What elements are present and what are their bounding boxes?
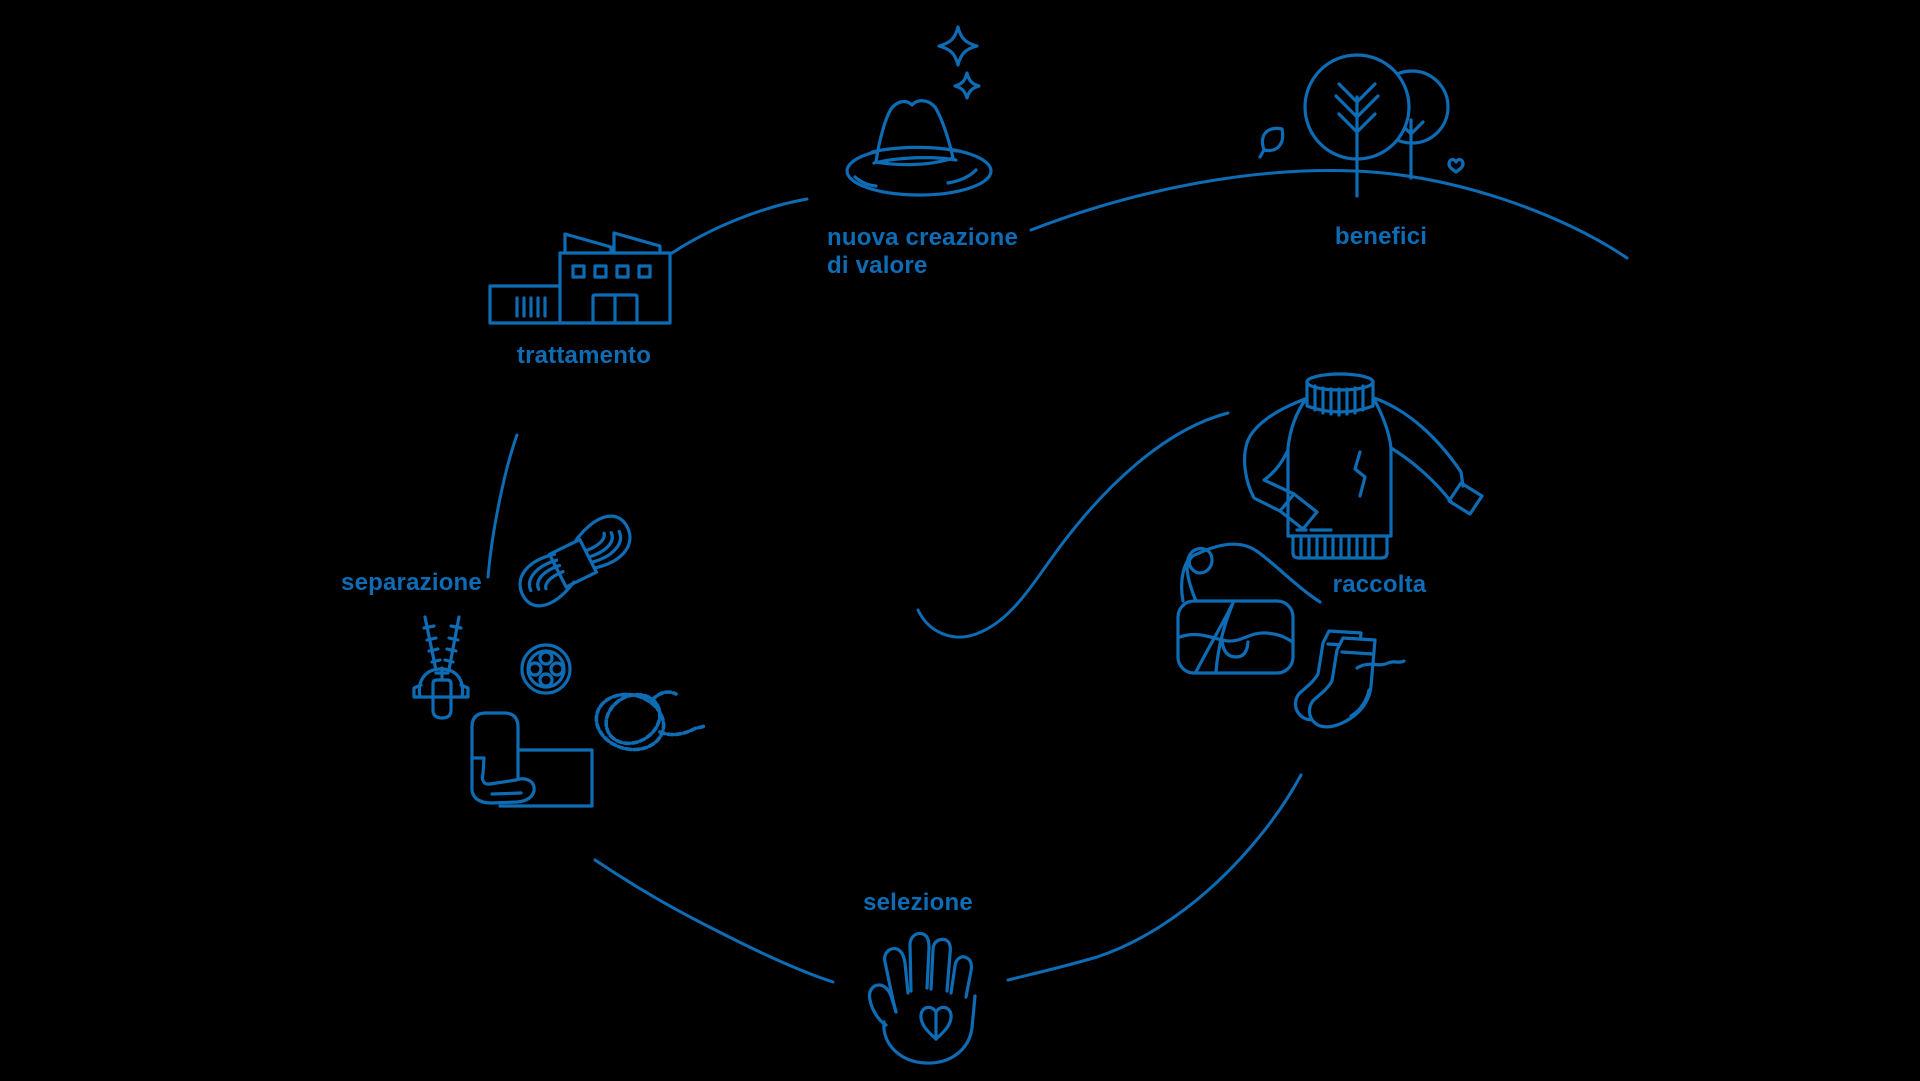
label-trattamento: trattamento <box>516 342 652 369</box>
thread-tangle-icon <box>594 690 706 752</box>
thumb <box>867 983 898 1027</box>
arc-separazione-to-selezione <box>593 858 835 984</box>
zipper-pull <box>431 666 453 720</box>
collar-ribs <box>1313 384 1365 417</box>
bag-flap-edge <box>1178 631 1293 643</box>
bag-clasp <box>1220 639 1250 659</box>
fabric-roll-icon <box>470 711 594 808</box>
hat-sparkles-icon <box>845 25 993 197</box>
yarn-skein-icon <box>518 514 632 608</box>
right-cuff <box>1447 481 1484 516</box>
factory-door <box>591 293 639 325</box>
hem-band <box>1291 534 1389 560</box>
skein-band <box>547 537 599 589</box>
sock-heel <box>1349 688 1371 718</box>
middle-finger <box>908 931 931 993</box>
bag-strap <box>1180 542 1322 604</box>
label-separazione: separazione <box>341 569 482 596</box>
ring-finger <box>929 937 952 993</box>
handbag-icon <box>1176 542 1322 675</box>
button-icon <box>520 643 572 695</box>
palm <box>882 994 977 1065</box>
hem-ribs <box>1299 537 1375 558</box>
factory-roof <box>563 231 662 255</box>
arc-benefici-hill <box>1029 169 1629 260</box>
factory-window <box>637 264 652 279</box>
fabric-tear <box>1353 450 1367 498</box>
factory-annex-stripes <box>515 296 547 318</box>
palm-heart <box>919 1005 953 1041</box>
big-tree-trunk <box>1334 82 1380 198</box>
socks-icon <box>1293 629 1406 729</box>
trees-icon <box>1258 53 1465 198</box>
zipper-icon <box>412 615 470 720</box>
loose-thread <box>1355 659 1406 670</box>
label-selezione: selezione <box>863 889 973 916</box>
arc-center-s-curve <box>916 411 1230 639</box>
arc-trattamento-to-separazione <box>486 433 519 579</box>
arc-selezione-to-raccolta <box>1006 773 1303 982</box>
label-benefici: benefici <box>1334 223 1428 250</box>
arc-trattamento-to-nuova-creazione <box>670 197 809 255</box>
factory-window <box>571 264 586 279</box>
tiny-heart-icon <box>1447 157 1465 174</box>
bag-front-panel <box>1194 601 1235 674</box>
index-finger <box>883 947 910 1002</box>
hand-heart-icon <box>867 931 977 1065</box>
factory-window <box>615 264 630 279</box>
left-cuff <box>1278 492 1319 531</box>
fabric-sheet <box>498 748 594 808</box>
pinky-finger <box>949 955 973 999</box>
leaf-icon <box>1258 126 1285 159</box>
label-raccolta: raccolta <box>1332 571 1427 598</box>
sparkle-large <box>937 25 979 67</box>
sweater-icon <box>1243 372 1484 560</box>
factory-icon <box>488 231 672 325</box>
factory-window <box>593 264 608 279</box>
sparkle-small <box>953 71 981 100</box>
label-nuova-creazione-di-valore: nuova creazione di valore <box>827 224 1019 279</box>
